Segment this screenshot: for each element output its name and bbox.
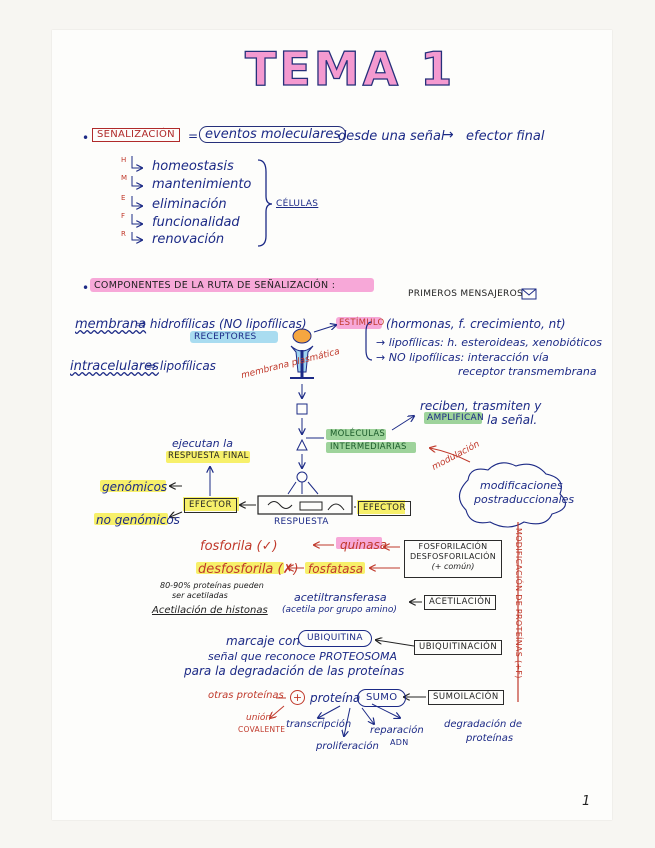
ubiquitina-oval: UBIQUITINA [298, 630, 372, 647]
proliferacion-text: proliferación [316, 742, 379, 752]
transcripcion-text: transcripción [286, 720, 351, 730]
cascade-circle [297, 472, 307, 482]
acetylation-note-c: Acetilación de histonas [152, 606, 268, 616]
definition-arrow: → [442, 128, 454, 142]
stimulus-lipofilicas: → lipofílicas: h. esteroideas, xenobióti… [376, 337, 602, 348]
fosforilacion-label: FOSFORILACIÓN [405, 543, 501, 551]
bullet-dot: • [82, 282, 89, 294]
function-item: renovación [152, 233, 224, 246]
function-letter: H [121, 157, 126, 164]
adn-text: ADN [390, 739, 409, 747]
degradacion-text: degradación de [444, 720, 522, 730]
response-box [258, 496, 352, 514]
genomicos-label: genómicos [102, 481, 167, 493]
membrana-desc: ⇒ hidrofílicas (NO lipofílicas) [136, 318, 307, 330]
cascade-triangle [297, 440, 307, 450]
envelope-icon [522, 289, 536, 299]
quinasa-text: quinasa [340, 539, 387, 551]
modificacion-proteinas-label: MODIFICACIÓN DE PROTEÍNAS (+F) [514, 528, 522, 679]
function-item: funcionalidad [152, 216, 240, 229]
amplifican-label: AMPLIFICAN [427, 414, 484, 423]
moleculas-label: MOLÉCULAS [330, 430, 385, 439]
union-text: unión [246, 714, 271, 723]
reciben-text: reciben, trasmiten y [420, 400, 541, 412]
para-degradacion: para la degradación de las proteínas [184, 665, 404, 677]
postraduccionales-text: postraduccionales [474, 494, 574, 505]
intermediarias-label: INTERMEDIARIAS [330, 443, 407, 452]
function-letter: R [121, 231, 126, 238]
fosfatasa-text: fosfatasa [308, 563, 363, 575]
equals-sign: = [188, 130, 198, 142]
term-senalizacion: SEÑALIZACIÓN [92, 128, 180, 142]
function-letter: F [121, 213, 125, 220]
stimulus-no-lipofilicas: → NO lipofílicas: interacción vía [376, 352, 549, 363]
modificaciones-text: modificaciones [480, 480, 563, 491]
mas-comun-label: (+ común) [405, 563, 501, 571]
acetilacion-box: ACETILACIÓN [424, 595, 496, 610]
la-senal-text: la señal. [487, 414, 537, 426]
function-letter: M [121, 175, 127, 182]
function-item: eliminación [152, 198, 227, 211]
cascade-square [297, 404, 307, 414]
stimulus-receptor: receptor transmembrana [458, 366, 597, 377]
proteinas-text: proteínas [466, 734, 513, 744]
function-item: mantenimiento [152, 178, 251, 191]
otras-proteinas: otras proteínas [208, 691, 284, 701]
functions-brace [258, 160, 272, 246]
ubiquitinacion-box: UBIQUITINACIÓN [414, 640, 502, 655]
stimulus-examples: (hormonas, f. crecimiento, nt) [386, 318, 566, 330]
intracelulares-desc: ⇒ lipofílicas [146, 360, 216, 372]
definition-end: efector final [466, 130, 544, 143]
acetiltransferasa-note: (acetila por grupo amino) [282, 606, 397, 615]
efector-right-box: EFECTOR [358, 501, 411, 516]
page-number: 1 [582, 795, 590, 808]
receptores-label: RECEPTORES [194, 333, 257, 342]
estimulo-label: ESTÍMULO [339, 319, 385, 328]
function-letter: E [121, 195, 125, 202]
primeros-mensajeros: PRIMEROS MENSAJEROS [408, 290, 523, 299]
receptor-ligand [293, 329, 311, 343]
components-heading: COMPONENTES DE LA RUTA DE SEÑALIZACIÓN : [94, 281, 335, 291]
function-item: homeostasis [152, 160, 234, 173]
acetylation-note-b: ser acetiladas [172, 592, 228, 600]
desfosforila-text: desfosforila (✗) [198, 563, 299, 576]
respuesta-final-label: RESPUESTA FINAL [168, 452, 249, 461]
senal-proteosoma: señal que reconoce PROTEOSOMA [208, 651, 397, 662]
page-title: TEMA 1 [245, 46, 455, 92]
respuesta-label: RESPUESTA [274, 518, 329, 527]
reparacion-text: reparación [370, 726, 424, 736]
plus-circle-icon: + [290, 690, 305, 705]
no-genomicos-label: no genómicos [96, 514, 180, 526]
desfosforilacion-label: DESFOSFORILACIÓN [405, 553, 501, 561]
sumoilacion-box: SUMOILACIÓN [428, 690, 504, 705]
sumo-oval: SUMO [357, 689, 406, 707]
celulas-label: CÉLULAS [276, 200, 318, 209]
marcaje-text: marcaje con [226, 635, 300, 647]
fosforilacion-box: FOSFORILACIÓN DESFOSFORILACIÓN (+ común) [404, 540, 502, 578]
efector-left-box: EFECTOR [184, 498, 237, 513]
eventos-moleculares-box: eventos moleculares [199, 126, 346, 143]
covalente-text: COVALENTE [238, 726, 285, 734]
acetiltransferasa-text: acetiltransferasa [294, 592, 387, 603]
acetylation-note-a: 80-90% proteínas pueden [160, 582, 264, 590]
proteina-text: proteína [310, 692, 360, 704]
definition-rest: desde una señal [338, 130, 445, 143]
bullet-dot: • [82, 132, 89, 144]
ejecutan-text: ejecutan la [172, 438, 233, 449]
fosforila-text: fosforila (✓) [200, 540, 278, 553]
